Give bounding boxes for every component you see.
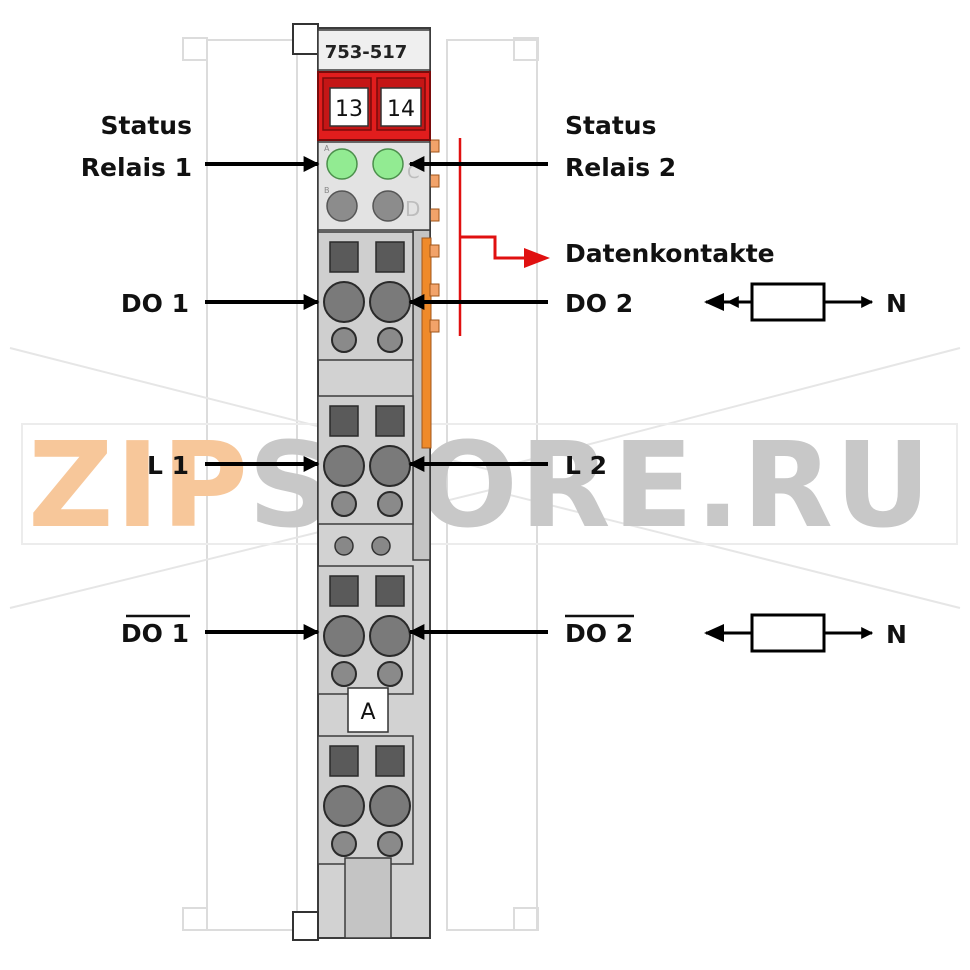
test-port bbox=[377, 327, 403, 353]
load-top bbox=[704, 282, 874, 322]
label-relais-1: Relais 1 bbox=[81, 153, 192, 182]
label-n-top: N bbox=[886, 289, 907, 318]
marker-14: 14 bbox=[387, 97, 415, 122]
ghost-rail-left bbox=[182, 37, 298, 931]
clamp-opening bbox=[323, 615, 365, 657]
test-port bbox=[331, 327, 357, 353]
led-off-1 bbox=[326, 190, 358, 222]
ghost-rail-right bbox=[446, 37, 539, 931]
load-bottom bbox=[704, 613, 874, 653]
release-slot bbox=[375, 575, 405, 607]
test-port bbox=[331, 831, 357, 857]
led-off-2 bbox=[372, 190, 404, 222]
status-led-relay-2 bbox=[372, 148, 404, 180]
label-do2-inverted: DO 2 bbox=[565, 619, 633, 648]
release-slot bbox=[375, 745, 405, 777]
clamp-opening bbox=[323, 281, 365, 323]
watermark-left-text: ZIP bbox=[28, 416, 250, 554]
label-do1: DO 1 bbox=[121, 289, 189, 318]
clamp-opening bbox=[369, 281, 411, 323]
test-port bbox=[331, 661, 357, 687]
clamp-opening bbox=[323, 445, 365, 487]
label-datenkontakte: Datenkontakte bbox=[565, 239, 775, 268]
release-slot bbox=[375, 241, 405, 273]
release-slot bbox=[375, 405, 405, 437]
label-relais-2: Relais 2 bbox=[565, 153, 676, 182]
test-port bbox=[377, 661, 403, 687]
label-l1: L 1 bbox=[147, 451, 189, 480]
clamp-opening bbox=[369, 615, 411, 657]
model-label: 753-517 bbox=[325, 42, 408, 63]
clamp-opening bbox=[369, 445, 411, 487]
release-slot bbox=[329, 745, 359, 777]
label-do2: DO 2 bbox=[565, 289, 633, 318]
connection-arrows bbox=[205, 156, 548, 640]
label-n-bottom: N bbox=[886, 620, 907, 649]
release-slot bbox=[329, 241, 359, 273]
label-status-right: Status bbox=[565, 111, 656, 140]
status-led-relay-1 bbox=[326, 148, 358, 180]
clamp-opening bbox=[369, 785, 411, 827]
mid-pin-2 bbox=[371, 536, 391, 556]
test-port bbox=[331, 491, 357, 517]
led-letter-b: B bbox=[324, 186, 330, 195]
release-slot bbox=[329, 575, 359, 607]
led-letter-d: D bbox=[405, 197, 420, 221]
led-letter-a: A bbox=[324, 144, 330, 153]
mid-pin-1 bbox=[334, 536, 354, 556]
clamp-opening bbox=[323, 785, 365, 827]
label-l2: L 2 bbox=[565, 451, 607, 480]
label-do1-inverted: DO 1 bbox=[121, 619, 189, 648]
marker-13: 13 bbox=[335, 97, 363, 122]
test-port bbox=[377, 491, 403, 517]
marker-a: A bbox=[360, 700, 375, 725]
release-slot bbox=[329, 405, 359, 437]
test-port bbox=[377, 831, 403, 857]
label-status-left: Status bbox=[101, 111, 192, 140]
